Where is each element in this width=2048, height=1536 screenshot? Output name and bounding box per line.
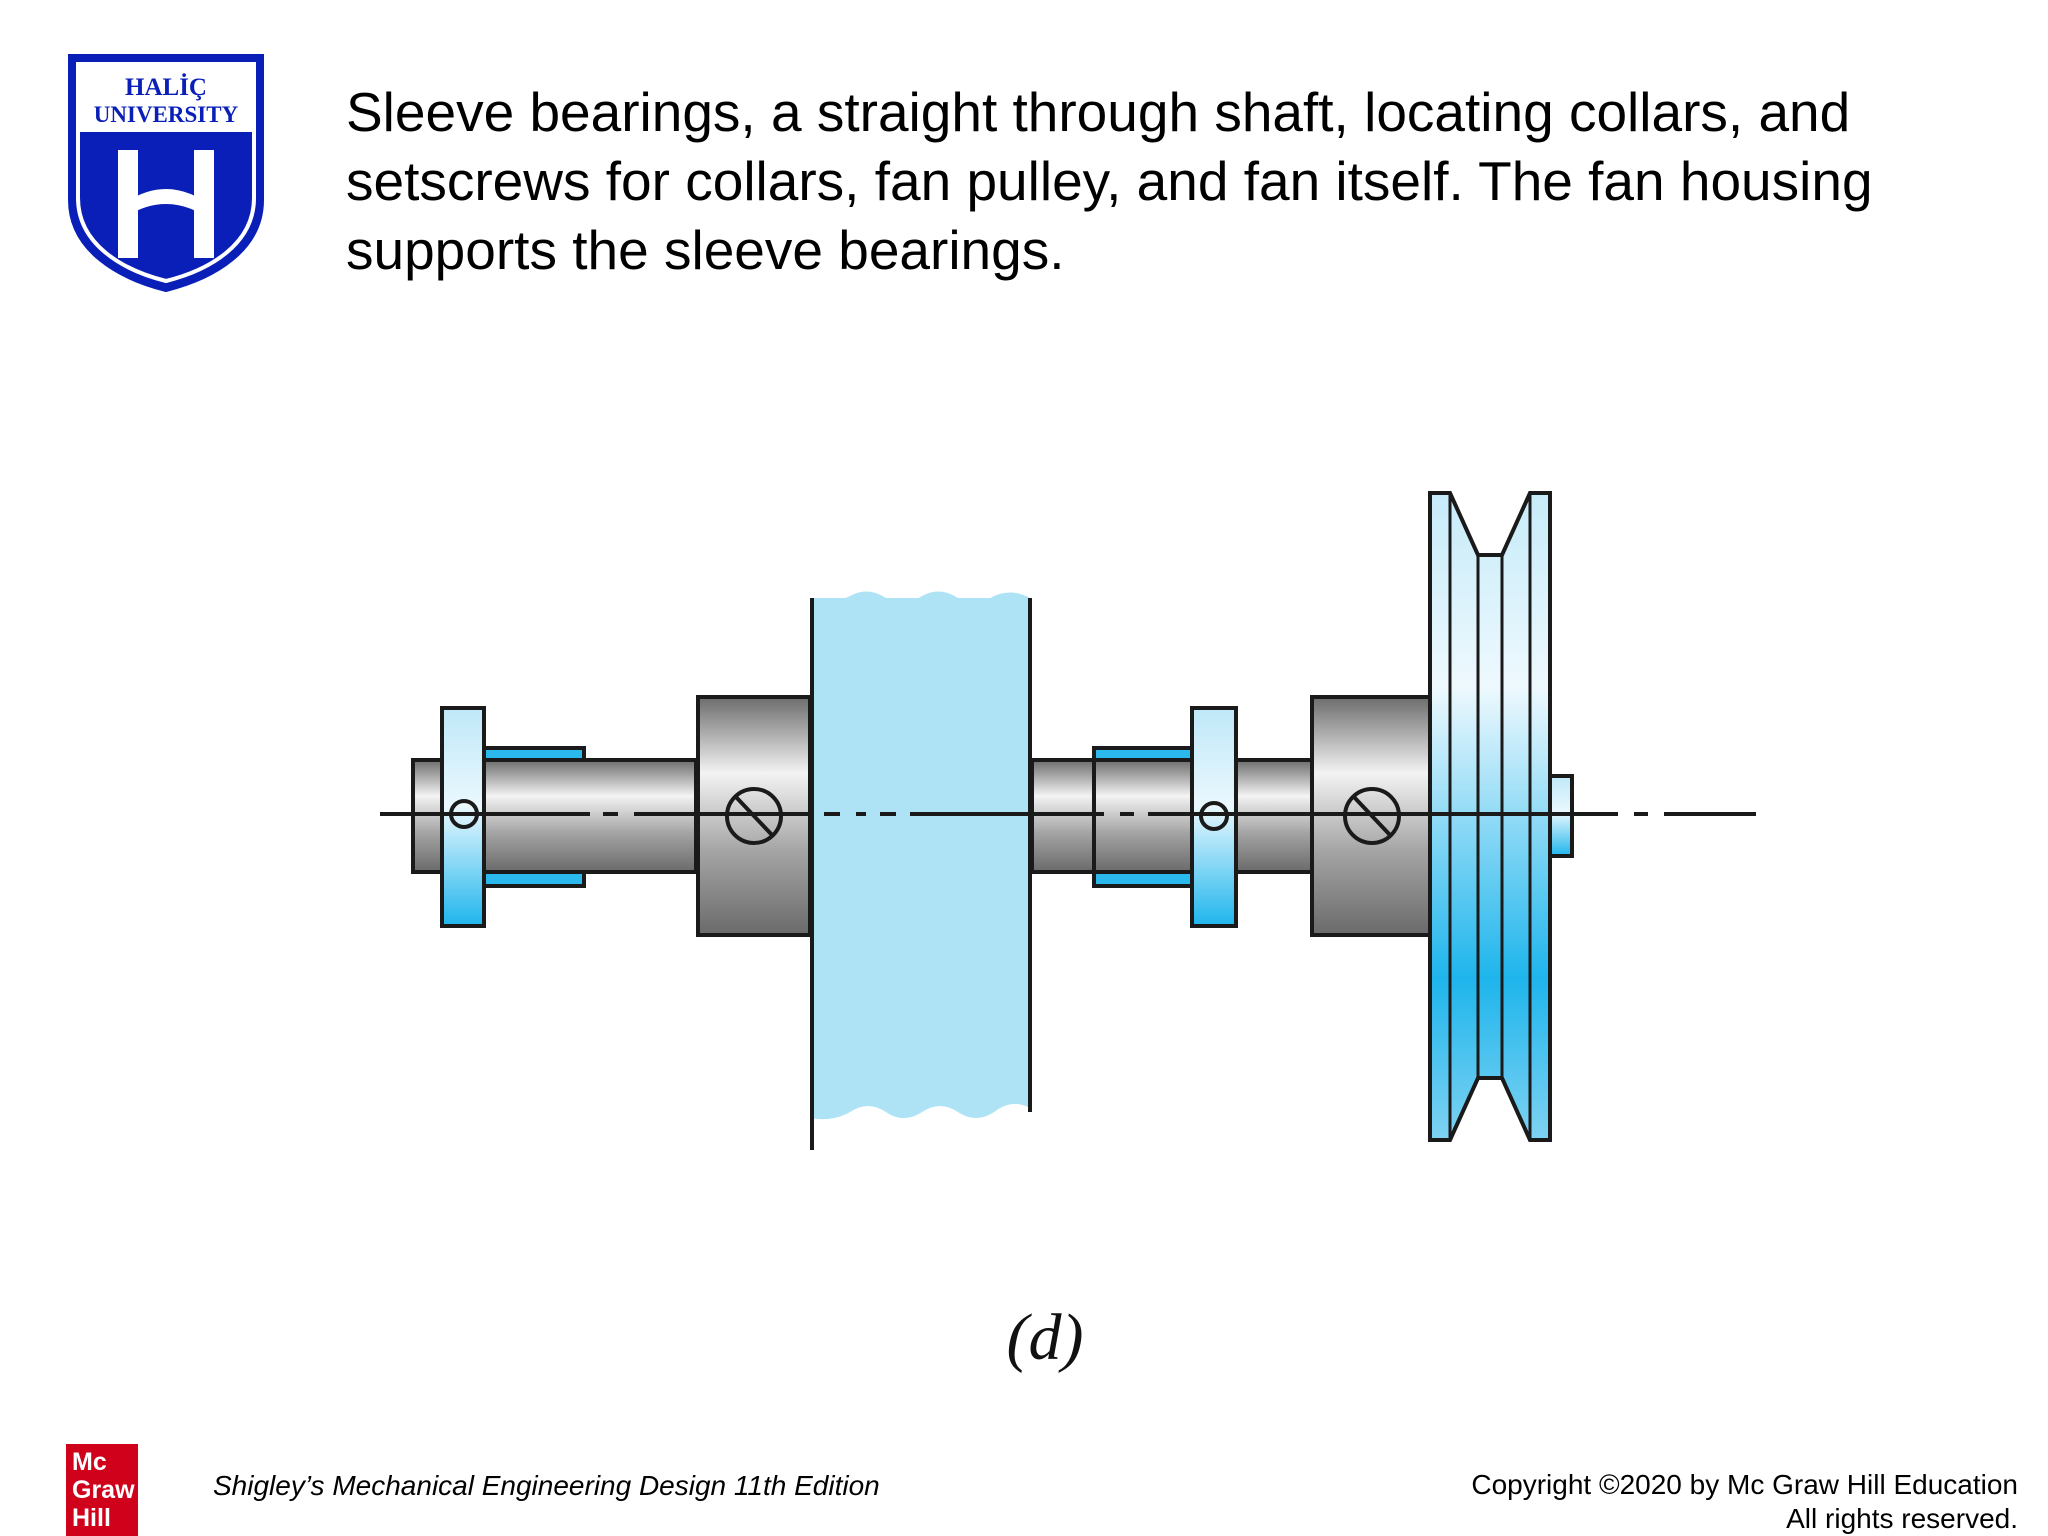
figure-label: (d) (1006, 1301, 1084, 1374)
publisher-logo-line: Hill (72, 1504, 111, 1532)
university-logo: HALİÇ UNIVERSITY (68, 54, 264, 293)
publisher-logo: Mc Graw Hill (66, 1444, 138, 1536)
logo-text-line1: HALİÇ (125, 73, 207, 101)
publisher-logo-line: Mc (72, 1448, 107, 1476)
slide-title: Sleeve bearings, a straight through shaf… (346, 81, 1873, 281)
rights-line: All rights reserved. (1786, 1503, 2018, 1534)
h-emblem-icon (118, 150, 214, 258)
copyright-line: Copyright ©2020 by Mc Graw Hill Educatio… (1471, 1469, 2018, 1500)
publisher-logo-line: Graw (72, 1476, 135, 1504)
locating-collar-right (1190, 706, 1238, 928)
book-title: Shigley’s Mechanical Engineering Design … (213, 1470, 880, 1501)
fan-pulley (1428, 491, 1552, 1142)
copyright-notice: Copyright ©2020 by Mc Graw Hill Educatio… (1471, 1468, 2018, 1536)
logo-text-line2: UNIVERSITY (94, 102, 239, 127)
